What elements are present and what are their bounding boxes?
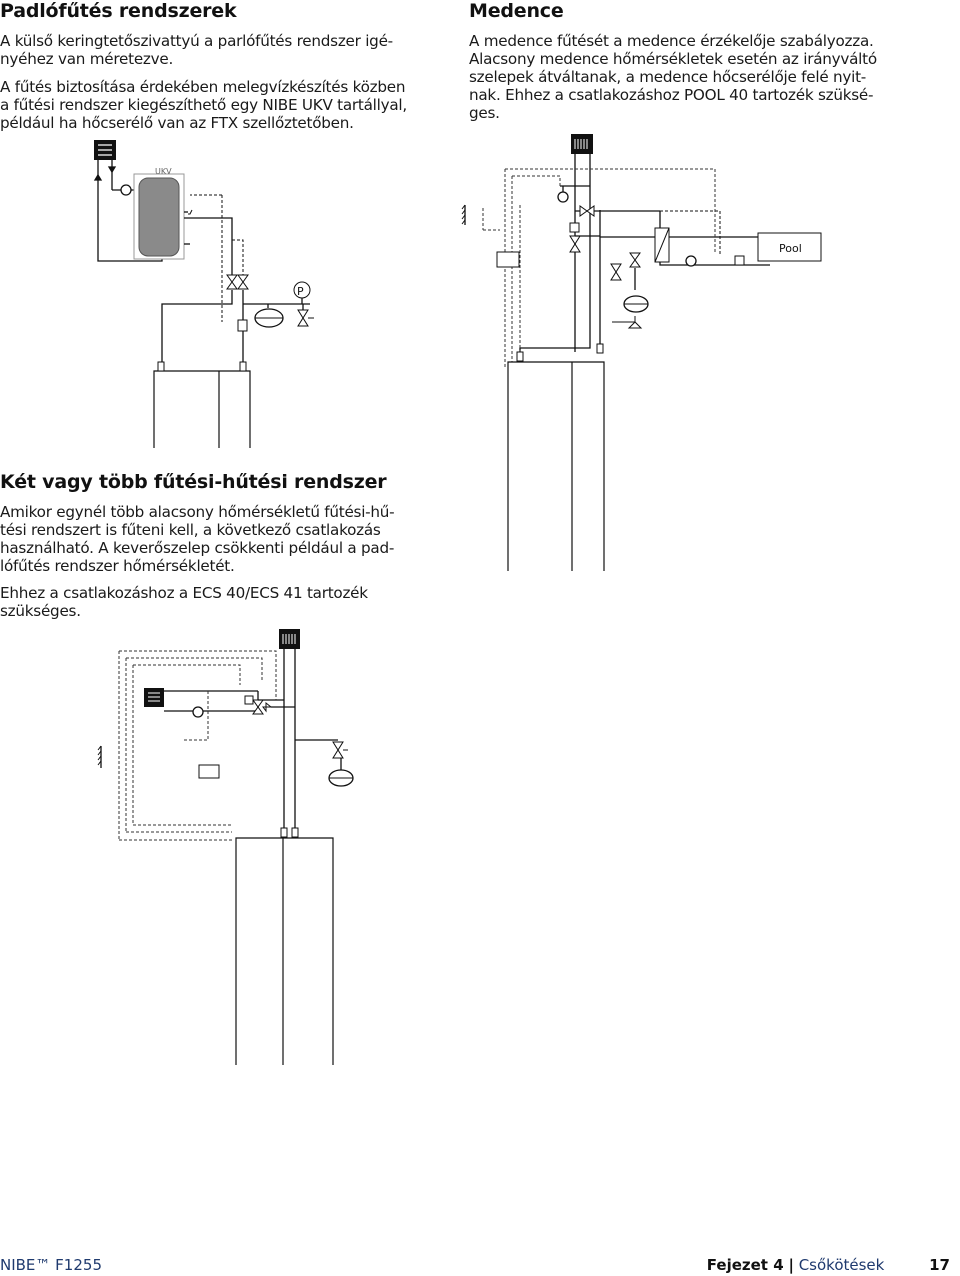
text-line: tési rendszert is fűteni kell, a követke… xyxy=(0,521,381,539)
footer-product: NIBE™ F1255 xyxy=(0,1256,102,1274)
tank-label: UKV xyxy=(155,167,172,176)
text-line: nak. Ehhez a csatlakozáshoz POOL 40 tart… xyxy=(469,86,874,104)
radiator-icon xyxy=(279,629,300,649)
text-line: használható. A keverőszelep csökkenti pé… xyxy=(0,539,395,557)
text-line: szükséges. xyxy=(0,602,81,620)
text-line: lófűtés rendszer hőmérsékletét. xyxy=(0,557,235,575)
pressure-gauge-label: P xyxy=(297,285,304,298)
heat-pump-unit xyxy=(235,827,334,1065)
pool-box xyxy=(757,232,822,262)
text-line: a fűtési rendszer kiegészíthető egy NIBE… xyxy=(0,96,407,114)
footer-separator: | xyxy=(788,1256,794,1274)
text-line: Ehhez a csatlakozáshoz a ECS 40/ECS 41 t… xyxy=(0,584,368,602)
multi-paragraph-2: Ehhez a csatlakozáshoz a ECS 40/ECS 41 t… xyxy=(0,584,368,620)
text-line: Alacsony medence hőmérsékletek esetén az… xyxy=(469,50,877,68)
text-line: A külső keringtetőszivattyú a parlófűtés… xyxy=(0,32,393,50)
text-line: szelepek átváltanak, a medence hőcserélő… xyxy=(469,68,867,86)
page-number: 17 xyxy=(929,1256,950,1274)
pool-paragraph: A medence fűtését a medence érzékelője s… xyxy=(469,32,877,122)
pool-label: Pool xyxy=(779,242,802,255)
floor-heating-icon xyxy=(94,140,116,160)
footer-section: Csőkötések xyxy=(798,1256,885,1274)
footer-chapter: Fejezet 4 xyxy=(706,1256,784,1274)
text-line: például ha hőcserélő van az FTX szellőzt… xyxy=(0,114,354,132)
text-line: A fűtés biztosítása érdekében melegvízké… xyxy=(0,78,406,96)
radiator-icon xyxy=(571,134,593,154)
footer-chapter-info: Fejezet 4 | Csőkötések 17 xyxy=(707,1256,950,1274)
ukv-tank xyxy=(133,173,185,260)
floor-heating-icon xyxy=(144,688,164,707)
heading-multi-system: Két vagy több fűtési-hűtési rendszer xyxy=(0,471,387,493)
heading-pool: Medence xyxy=(469,0,564,22)
text-line: nyéhez van méretezve. xyxy=(0,50,174,68)
pool-diagram xyxy=(461,134,822,571)
multi-paragraph-1: Amikor egynél több alacsony hőmérsékletű… xyxy=(0,503,395,575)
heading-floor-heating: Padlófűtés rendszerek xyxy=(0,0,237,22)
floor-paragraph-2: A fűtés biztosítása érdekében melegvízké… xyxy=(0,78,407,132)
floor-heating-diagram xyxy=(93,140,314,448)
text-line: Amikor egynél több alacsony hőmérsékletű… xyxy=(0,503,395,521)
heat-pump-unit xyxy=(507,343,605,571)
text-line: ges. xyxy=(469,104,500,122)
multi-system-diagram xyxy=(97,629,354,1065)
heat-pump-unit xyxy=(153,361,251,448)
text-line: A medence fűtését a medence érzékelője s… xyxy=(469,32,874,50)
floor-paragraph-1: A külső keringtetőszivattyú a parlófűtés… xyxy=(0,32,393,68)
